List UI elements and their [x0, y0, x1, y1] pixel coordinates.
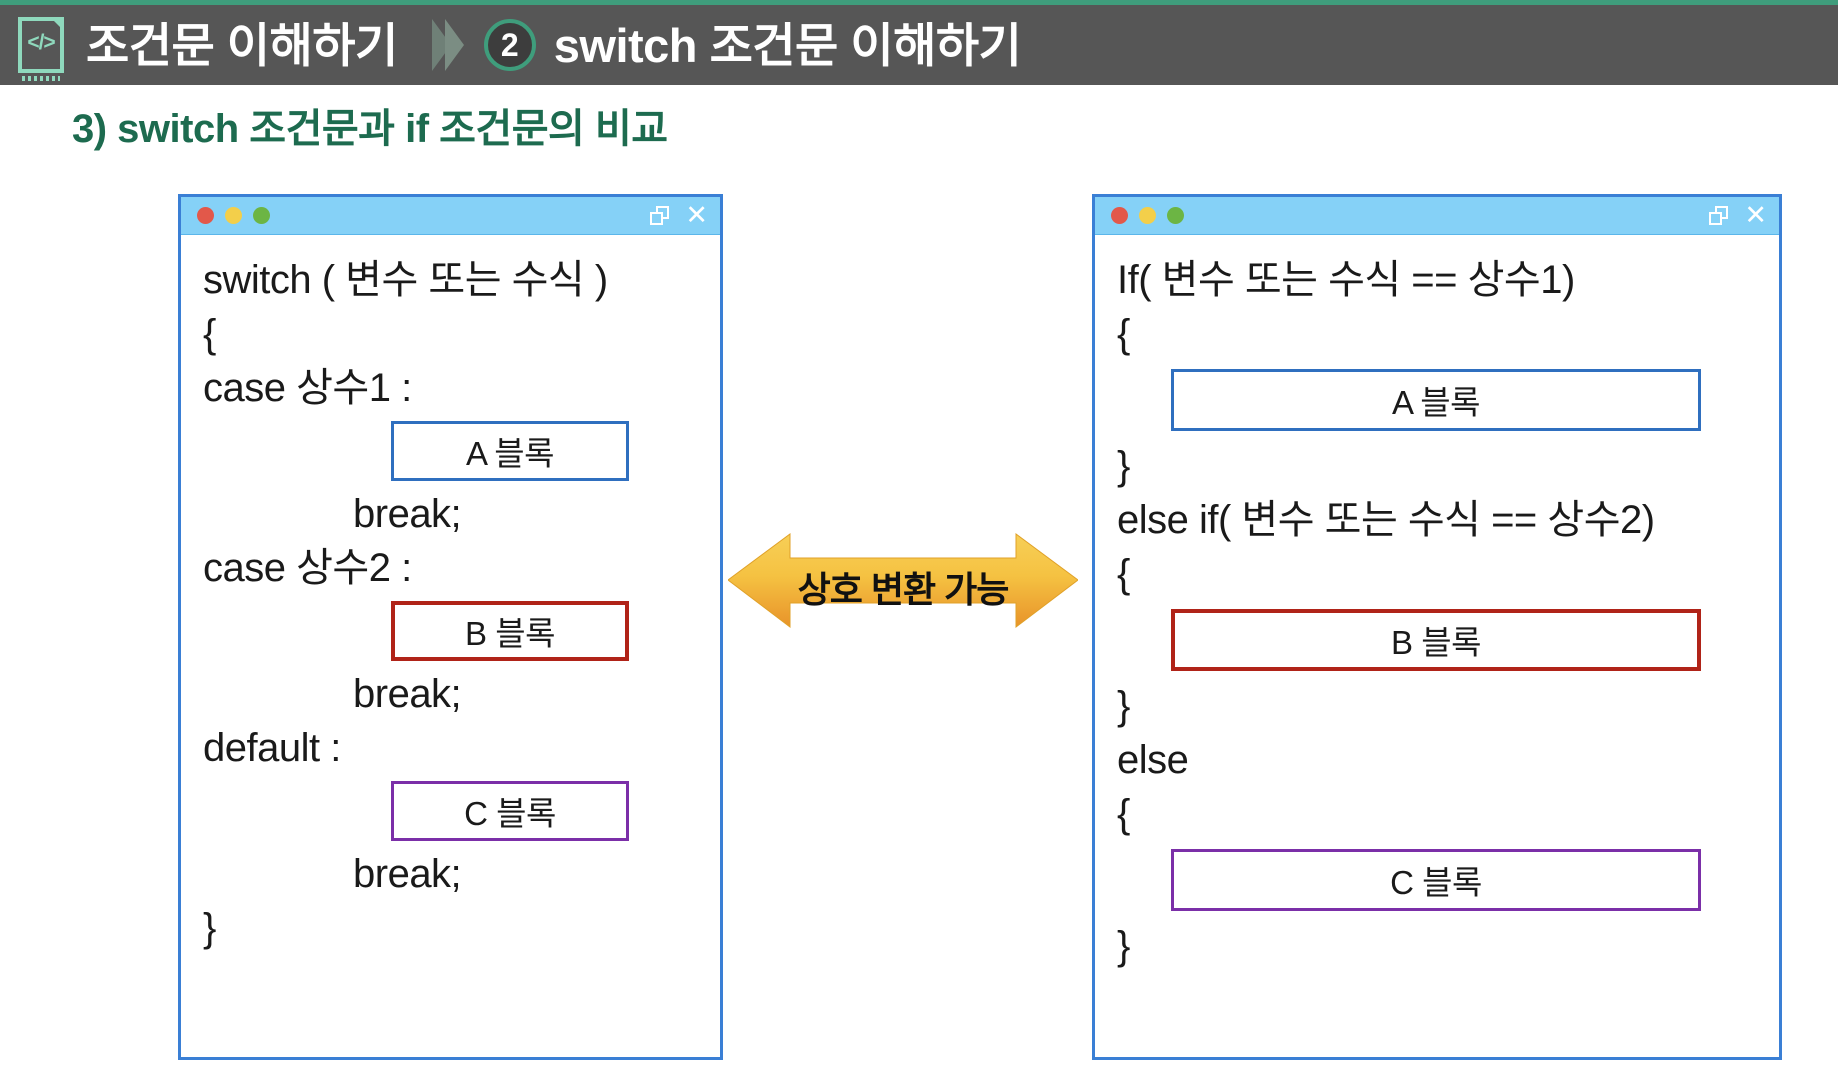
restore-icon[interactable] — [1709, 206, 1729, 225]
header-subtitle: switch 조건문 이해하기 — [553, 18, 1022, 72]
switch-line-header: switch ( 변수 또는 수식 ) — [203, 258, 608, 302]
switch-line-break1: break; — [353, 492, 462, 536]
close-dot-icon[interactable] — [197, 207, 214, 224]
maximize-dot-icon[interactable] — [253, 207, 270, 224]
if-line-elseif: else if( 변수 또는 수식 == 상수2) — [1117, 498, 1655, 542]
switch-window-titlebar: ✕ — [181, 197, 720, 235]
if-line-close3: } — [1117, 924, 1130, 968]
block-c-box: C 블록 — [391, 781, 629, 841]
if-line-open2: { — [1117, 552, 1130, 596]
step-badge: 2 — [483, 19, 536, 71]
if-line-header: If( 변수 또는 수식 == 상수1) — [1117, 258, 1575, 302]
if-window: ✕ If( 변수 또는 수식 == 상수1) { A 블록 } else if(… — [1092, 194, 1782, 1060]
if-line-else: else — [1117, 738, 1189, 782]
restore-icon[interactable] — [650, 206, 670, 225]
block-b-box: B 블록 — [391, 601, 629, 661]
close-icon[interactable]: ✕ — [1744, 200, 1767, 230]
minimize-dot-icon[interactable] — [1139, 207, 1156, 224]
switch-code-body: switch ( 변수 또는 수식 ) { case 상수1 : A 블록 br… — [181, 235, 720, 1057]
minimize-dot-icon[interactable] — [225, 207, 242, 224]
switch-line-break3: break; — [353, 852, 462, 896]
chevron-separator-icon — [431, 19, 464, 71]
code-file-icon: </> — [18, 15, 66, 81]
maximize-dot-icon[interactable] — [1167, 207, 1184, 224]
if-line-close1: } — [1117, 444, 1130, 488]
block-a-box: A 블록 — [1171, 369, 1701, 431]
if-line-open3: { — [1117, 792, 1130, 836]
conversion-arrow: 상호 변환 가능 — [728, 528, 1078, 633]
close-icon[interactable]: ✕ — [685, 200, 708, 230]
header-bar: </> 조건문 이해하기 2 switch 조건문 이해하기 — [0, 5, 1838, 85]
top-accent-strip — [0, 0, 1838, 5]
switch-line-default: default : — [203, 726, 341, 770]
if-code-body: If( 변수 또는 수식 == 상수1) { A 블록 } else if( 변… — [1095, 235, 1779, 1057]
double-headed-arrow-icon — [728, 533, 1078, 629]
switch-line-open-brace: { — [203, 312, 216, 356]
switch-window: ✕ switch ( 변수 또는 수식 ) { case 상수1 : A 블록 … — [178, 194, 723, 1060]
section-heading: 3) switch 조건문과 if 조건문의 비교 — [72, 107, 668, 151]
switch-line-case1: case 상수1 : — [203, 366, 412, 410]
block-a-box: A 블록 — [391, 421, 629, 481]
header-title: 조건문 이해하기 — [86, 18, 398, 72]
switch-line-case2: case 상수2 : — [203, 546, 412, 590]
if-window-titlebar: ✕ — [1095, 197, 1779, 235]
block-c-box: C 블록 — [1171, 849, 1701, 911]
switch-line-break2: break; — [353, 672, 462, 716]
if-line-close2: } — [1117, 684, 1130, 728]
switch-line-close-brace: } — [203, 906, 216, 950]
block-b-box: B 블록 — [1171, 609, 1701, 671]
close-dot-icon[interactable] — [1111, 207, 1128, 224]
if-line-open1: { — [1117, 312, 1130, 356]
